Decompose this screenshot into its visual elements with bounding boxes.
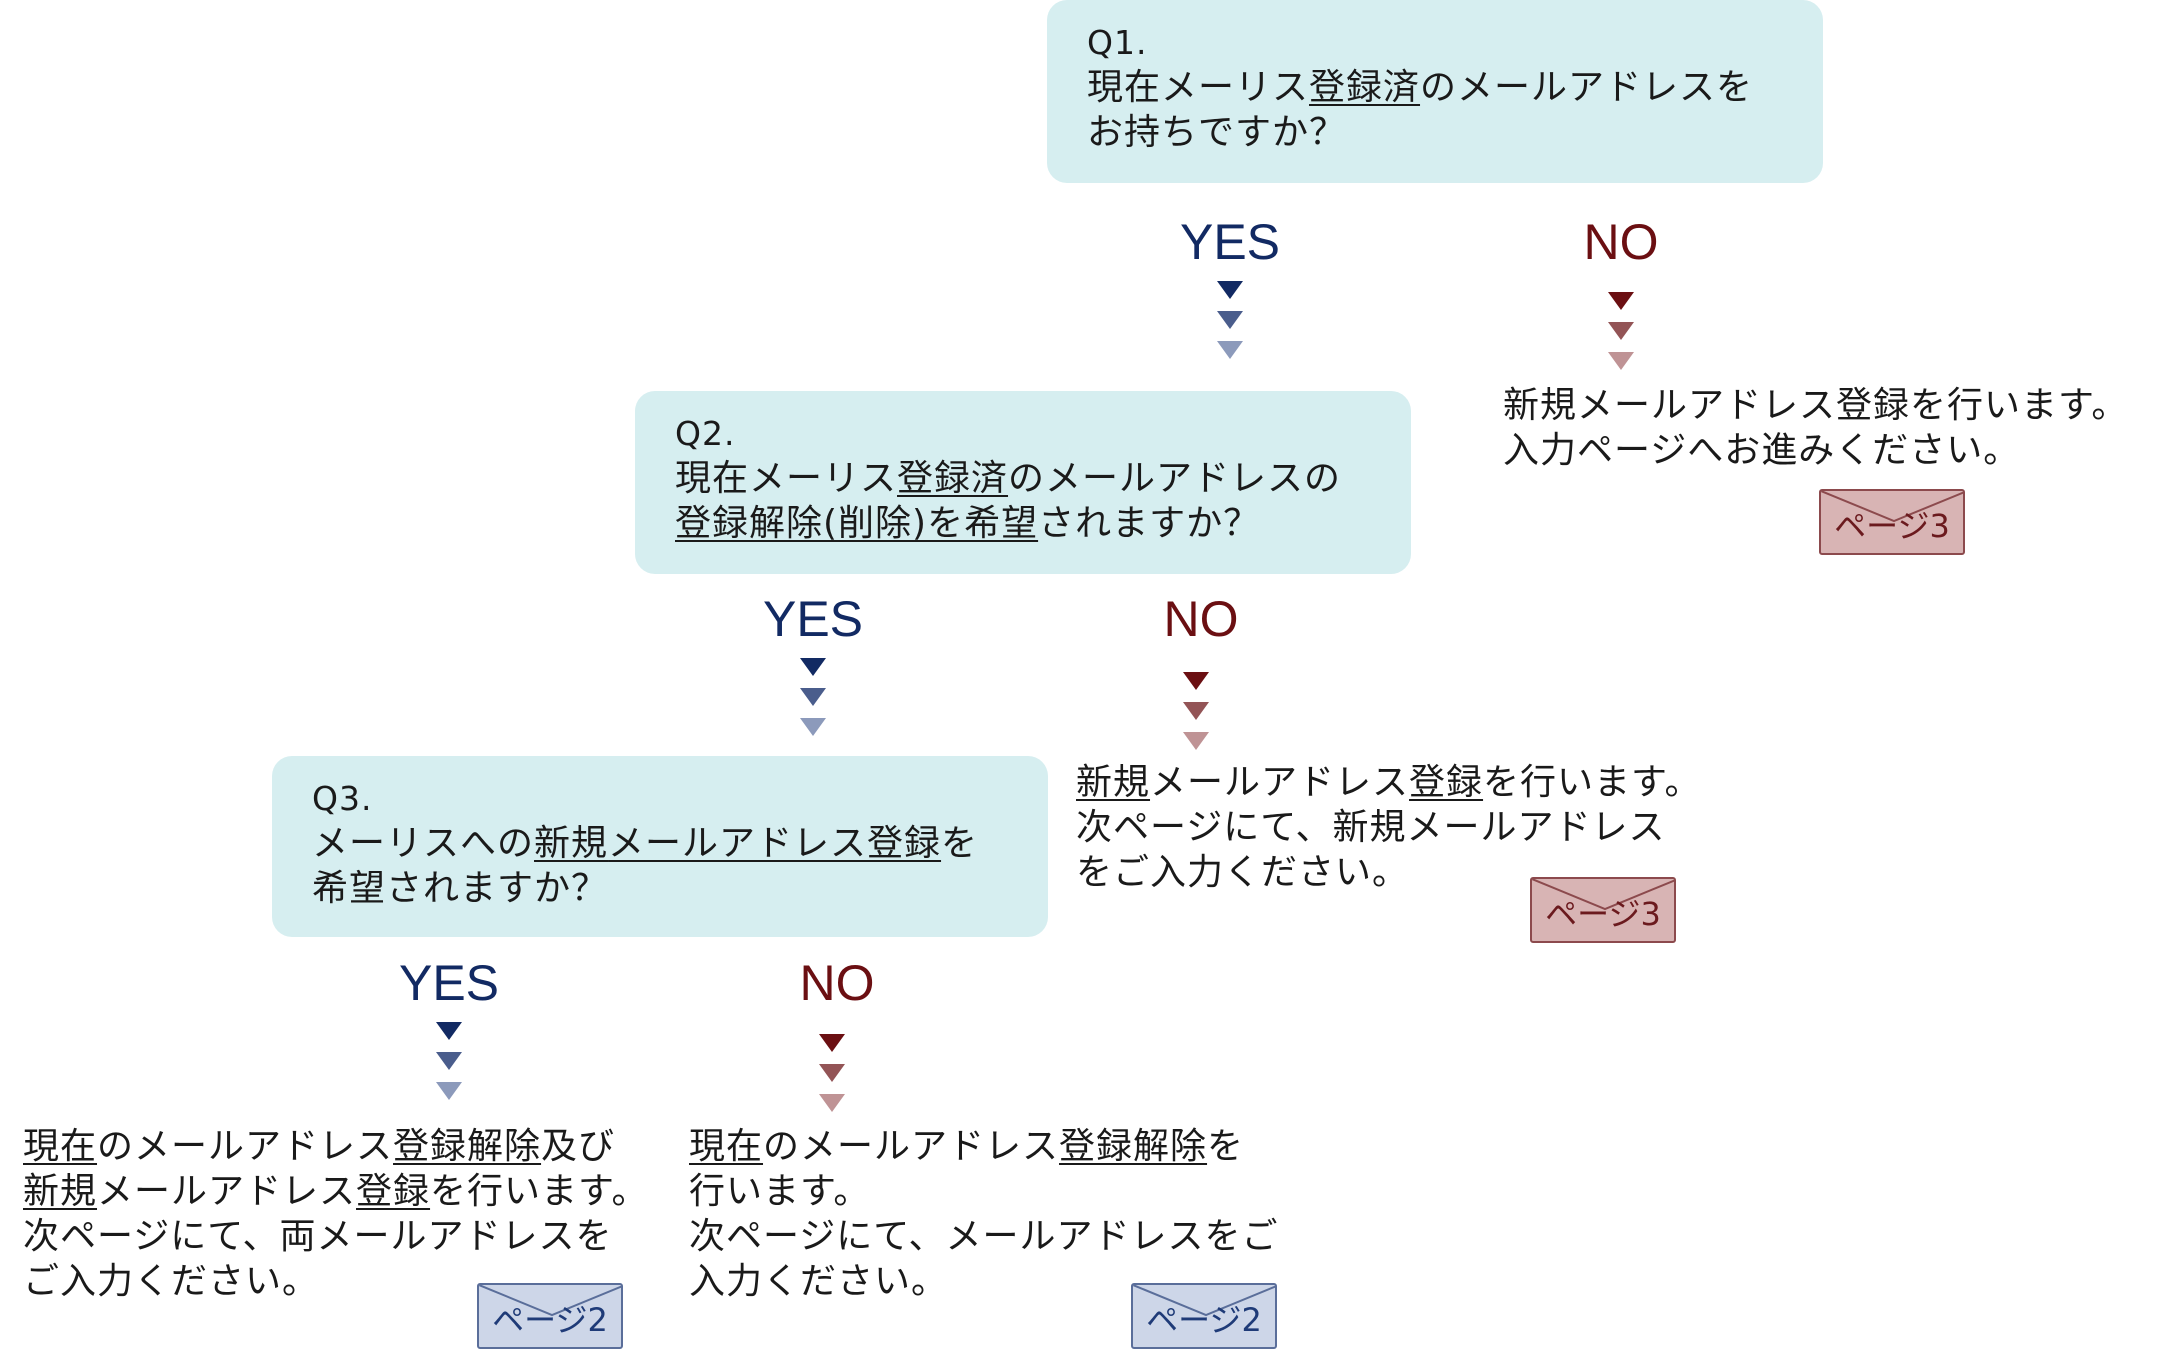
q2-no-result-line3: をご入力ください。 (1076, 852, 1410, 893)
q1-no-result-line2: 入力ページへお進みください。 (1503, 430, 2021, 471)
question-2-box: Q2. 現在メーリス登録済のメールアドレスの 登録解除(削除)を希望されますか？ (635, 391, 1411, 574)
question-2-label: Q2. (675, 414, 736, 453)
question-1-line2: お持ちですか？ (1087, 112, 1347, 153)
q3-no-arrows (817, 1034, 847, 1114)
q3-yes-result-line4: ご入力ください。 (23, 1261, 320, 1302)
q1-no-arrows (1606, 292, 1636, 372)
page3-button[interactable]: ページ3 (1819, 489, 1965, 555)
page2-button-label: ページ2 (492, 1301, 608, 1339)
question-3-label: Q3. (312, 779, 373, 818)
envelope-icon (1133, 1285, 1275, 1317)
envelope-icon (479, 1285, 621, 1317)
page3-button[interactable]: ページ3 (1530, 877, 1676, 943)
q2-no-arrows (1181, 672, 1211, 752)
question-1-box: Q1. 現在メーリス登録済のメールアドレスを お持ちですか？ (1047, 0, 1823, 183)
q3-yes-label: YES (398, 955, 500, 1011)
q2-no-result-line2: 次ページにて、新規メールアドレス (1076, 807, 1666, 848)
q3-yes-result-line1: 現在のメールアドレス登録解除及び (23, 1126, 616, 1167)
q3-no-result-line1: 現在のメールアドレス登録解除を (689, 1126, 1245, 1167)
q3-no-result-line3: 次ページにて、メールアドレスをご (689, 1216, 1279, 1257)
page2-button[interactable]: ページ2 (477, 1283, 623, 1349)
q3-yes-result-line3: 次ページにて、両メールアドレスを (23, 1216, 613, 1257)
q2-yes-arrows (798, 658, 828, 738)
q2-no-result-line1: 新規メールアドレス登録を行います。 (1076, 762, 1702, 803)
q2-no-result: 新規メールアドレス登録を行います。 次ページにて、新規メールアドレス をご入力く… (1076, 760, 1701, 895)
q2-yes-label: YES (762, 591, 864, 647)
q1-no-result-line1: 新規メールアドレス登録を行います。 (1503, 385, 2129, 426)
q1-no-label: NO (1583, 214, 1659, 270)
question-3-line2: 希望されますか？ (312, 868, 609, 909)
q3-no-label: NO (799, 955, 875, 1011)
q3-yes-result-line2: 新規メールアドレス登録を行います。 (23, 1171, 649, 1212)
envelope-icon (1821, 491, 1963, 523)
q3-no-result-line4: 入力ください。 (689, 1261, 949, 1302)
question-1-label: Q1. (1087, 23, 1148, 62)
q1-yes-arrows (1215, 281, 1245, 361)
q3-yes-result: 現在のメールアドレス登録解除及び 新規メールアドレス登録を行います。 次ページに… (23, 1124, 648, 1304)
question-2-line1: 現在メーリス登録済のメールアドレスの (675, 458, 1342, 499)
q3-no-result: 現在のメールアドレス登録解除を 行います。 次ページにて、メールアドレスをご 入… (689, 1124, 1278, 1304)
page2-button[interactable]: ページ2 (1131, 1283, 1277, 1349)
question-3-line1: メーリスへの新規メールアドレス登録を (312, 823, 979, 864)
question-2-line2: 登録解除(削除)を希望されますか？ (675, 503, 1261, 544)
q1-yes-label: YES (1179, 214, 1281, 270)
question-3-box: Q3. メーリスへの新規メールアドレス登録を 希望されますか？ (272, 756, 1048, 937)
envelope-icon (1532, 879, 1674, 911)
q3-yes-arrows (434, 1022, 464, 1102)
q3-no-result-line2: 行います。 (689, 1171, 871, 1212)
q1-no-result: 新規メールアドレス登録を行います。 入力ページへお進みください。 (1503, 383, 2128, 473)
page3-button-label: ページ3 (1545, 895, 1661, 933)
page2-button-label: ページ2 (1146, 1301, 1262, 1339)
q2-no-label: NO (1163, 591, 1239, 647)
question-1-line1: 現在メーリス登録済のメールアドレスを (1087, 67, 1754, 108)
page3-button-label: ページ3 (1834, 507, 1950, 545)
